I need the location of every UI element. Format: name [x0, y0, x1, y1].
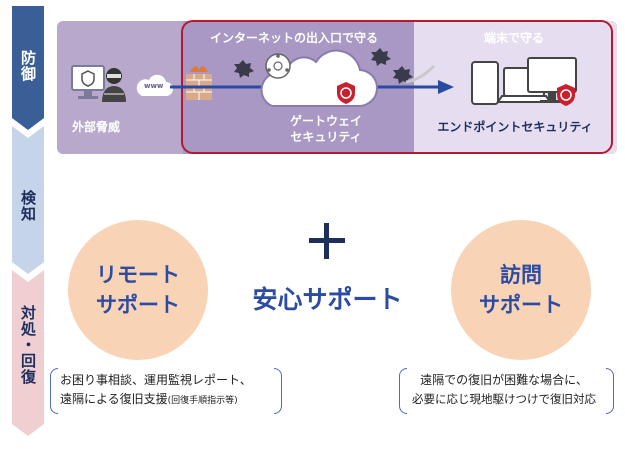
- phase-defense-segment: [12, 6, 44, 130]
- www-label: www: [144, 82, 164, 90]
- endpoint-header: 端末で守る: [484, 31, 545, 45]
- internet-cloud-icon: [136, 74, 173, 96]
- threat-blocked-icon: [393, 64, 436, 84]
- remote-support-circle: リモート サポート: [68, 220, 208, 360]
- visit-note-bracket-right: [606, 368, 614, 414]
- threat-icon-1: [234, 60, 254, 78]
- gateway-security-label-line2: セキュリティ: [290, 130, 362, 144]
- phase-arrow: [12, 6, 44, 436]
- remote-note-line2-main: 遠隔による復旧支援: [60, 392, 168, 406]
- phase-detect-label: 検知: [19, 190, 37, 222]
- remote-note-line2-small: (回復手順指示等): [167, 396, 238, 406]
- external-threat-label: 外部脅威: [72, 120, 121, 134]
- visit-support-label: 訪問 サポート: [479, 263, 563, 317]
- threat-icon-2: [371, 48, 391, 66]
- anshin-support-title: 安心サポート: [252, 285, 403, 314]
- remote-note-line1: お困り事相談、運用監視レポート、: [60, 373, 252, 387]
- phase-response-segment: [12, 270, 44, 436]
- gateway-security-label-line1: ゲートウェイ: [289, 114, 362, 128]
- remote-note-line2: 遠隔による復旧支援(回復手順指示等): [60, 390, 252, 411]
- remote-note-bracket-left: [50, 368, 58, 414]
- phase-response-label: 対処・回復: [19, 305, 37, 385]
- endpoint-security-label: エンドポイントセキュリティ: [437, 120, 593, 134]
- remote-support-label: リモート サポート: [96, 263, 180, 317]
- visit-note: 遠隔での復旧が困難な場合に、 必要に応じ現地駆けつけで復旧対応: [404, 371, 604, 409]
- phase-detect-segment: [12, 126, 44, 274]
- attacker-icon: [71, 65, 126, 102]
- remote-note-bracket-right: [274, 368, 282, 414]
- plus-sign: [309, 223, 345, 259]
- visit-note-line2: 必要に応じ現地駆けつけで復旧対応: [412, 392, 596, 406]
- remote-note: お困り事相談、運用監視レポート、 遠隔による復旧支援(回復手順指示等): [60, 371, 252, 411]
- gateway-header: インターネットの出入口で守る: [210, 31, 379, 45]
- phase-defense-label: 防御: [19, 50, 37, 82]
- endpoint-devices-icon: [471, 57, 577, 106]
- visit-support-circle: 訪問 サポート: [451, 220, 591, 360]
- visit-note-line1: 遠隔での復旧が困難な場合に、: [420, 373, 588, 387]
- gateway-cloud-icon: [260, 49, 379, 108]
